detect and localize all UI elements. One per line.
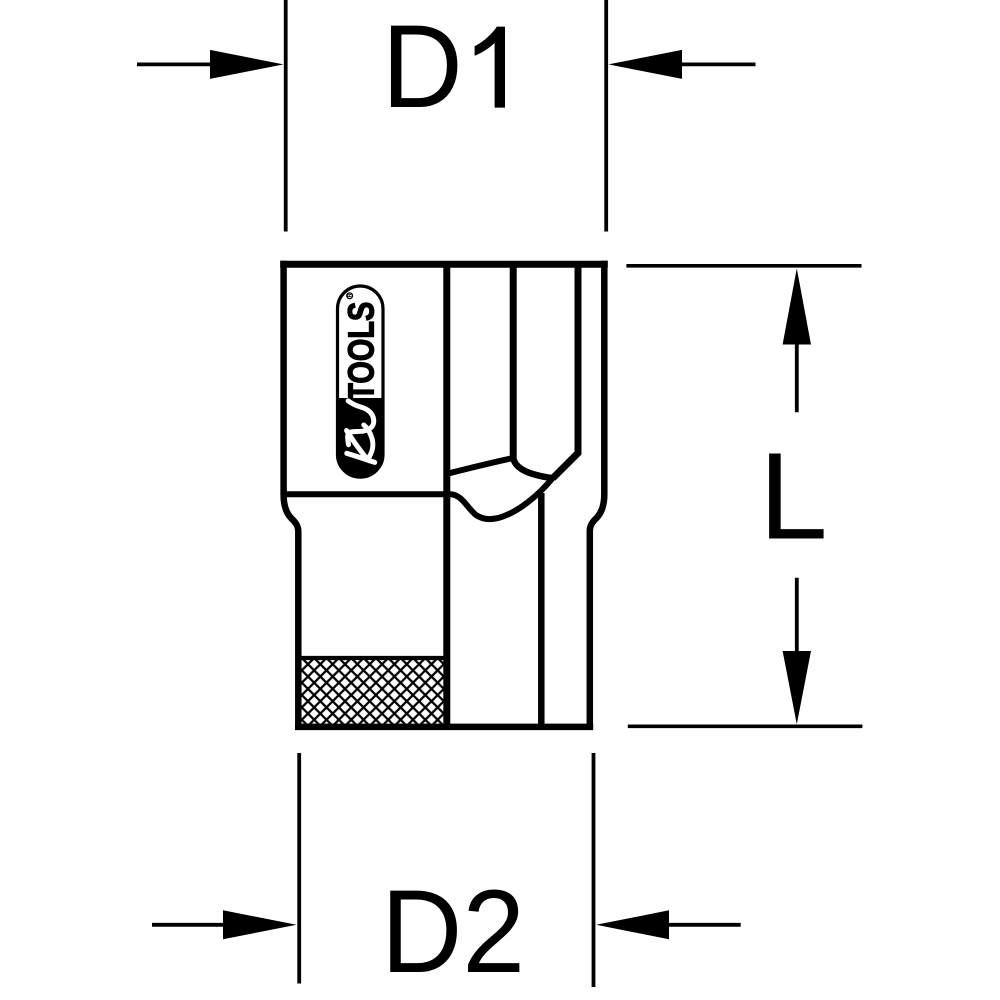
svg-text:L: L (759, 428, 828, 566)
svg-text:TOOLS: TOOLS (341, 302, 382, 401)
svg-text:D: D (382, 0, 463, 132)
svg-text:D2: D2 (381, 865, 525, 997)
svg-text:R: R (348, 293, 354, 297)
